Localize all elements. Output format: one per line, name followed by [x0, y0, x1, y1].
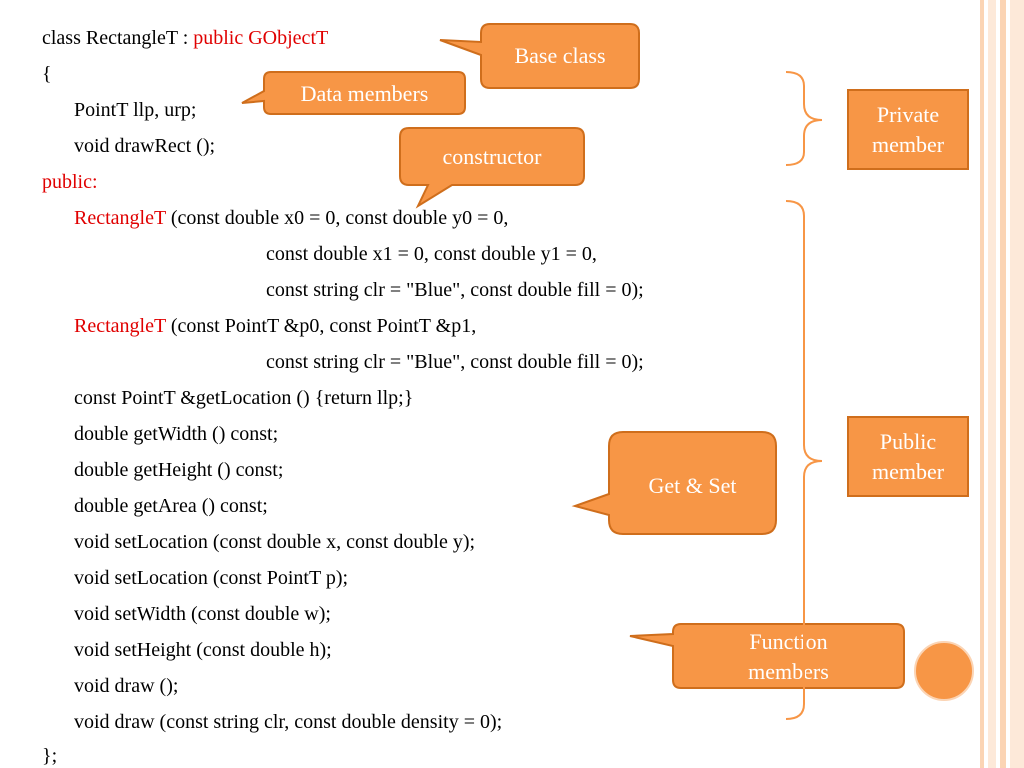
callout-data-members-label: Data members — [300, 81, 429, 106]
code-line-open-brace: { — [42, 63, 52, 85]
public-line1: Public — [879, 428, 937, 454]
code-keyword-ctor: RectangleT — [74, 315, 166, 337]
code-line-getwidth: double getWidth () const; — [74, 423, 279, 445]
code-line-ctor1-cont1: const double x1 = 0, const double y1 = 0… — [266, 243, 597, 265]
code-line-data-members: PointT llp, urp; — [74, 99, 197, 121]
decor-stripe-4 — [1010, 0, 1024, 768]
code-line-public: public: — [42, 171, 98, 193]
public-line2: member — [871, 458, 945, 484]
code-line-drawrect: void drawRect (); — [74, 135, 216, 157]
callout-function-line2: members — [748, 659, 829, 684]
callout-get-set-label: Get & Set — [648, 473, 737, 498]
code-line-ctor1-cont2: const string clr = "Blue", const double … — [266, 279, 644, 301]
code-keyword-base: public GObjectT — [193, 27, 329, 49]
code-line-draw1: void draw (); — [74, 675, 179, 697]
decor-stripe-3 — [1000, 0, 1006, 768]
private-line2: member — [871, 131, 945, 157]
code-line-getheight: double getHeight () const; — [74, 459, 284, 481]
code-line-draw2: void draw (const string clr, const doubl… — [74, 711, 503, 733]
decor-stripe-1 — [980, 0, 984, 768]
private-line1: Private — [876, 101, 940, 127]
callout-base-class-label: Base class — [514, 43, 606, 68]
code-keyword-ctor: RectangleT — [74, 207, 166, 229]
code-line-getlocation: const PointT &getLocation () {return llp… — [74, 387, 414, 409]
code-text: (const double x0 = 0, const double y0 = … — [165, 207, 509, 229]
code-line-ctor1: RectangleT (const double x0 = 0, const d… — [74, 206, 508, 230]
code-line-setlocation2: void setLocation (const PointT p); — [74, 567, 349, 589]
code-line-close: }; — [42, 745, 58, 767]
code-text: (const PointT &p0, const PointT &p1, — [165, 315, 477, 337]
label-public-member: Public member — [847, 416, 969, 497]
code-line-ctor2-cont: const string clr = "Blue", const double … — [266, 351, 644, 373]
code-line-getarea: double getArea () const; — [74, 495, 268, 517]
code-line-class-decl: class RectangleT : public GObjectT — [42, 26, 328, 50]
decor-circle — [914, 641, 974, 701]
code-line-setheight: void setHeight (const double h); — [74, 639, 332, 661]
callout-constructor-label: constructor — [442, 144, 542, 169]
code-line-ctor2: RectangleT (const PointT &p0, const Poin… — [74, 314, 476, 338]
code-line-setwidth: void setWidth (const double w); — [74, 603, 331, 625]
decor-stripe-2 — [988, 0, 996, 768]
label-private-member: Private member — [847, 89, 969, 170]
code-line-setlocation1: void setLocation (const double x, const … — [74, 531, 476, 553]
code-text: class RectangleT : — [42, 27, 194, 49]
callout-function-members-label: Function members — [673, 627, 904, 687]
callout-function-line1: Function — [749, 629, 828, 654]
